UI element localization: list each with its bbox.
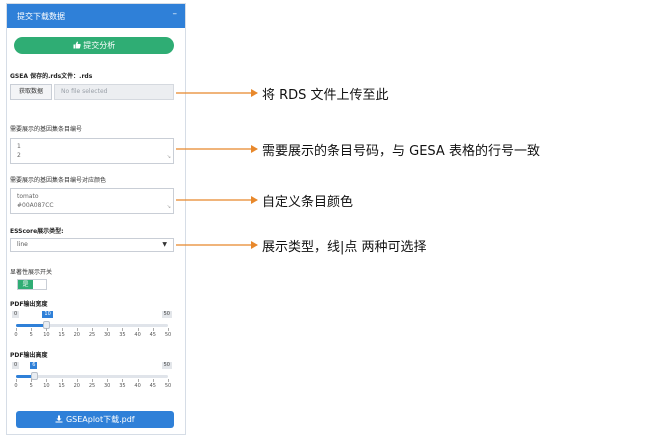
slider-tick [107, 328, 109, 331]
slider-tick-label: 35 [119, 332, 126, 338]
slider-tick-label: 40 [134, 383, 141, 389]
slider-tick-label: 15 [58, 332, 65, 338]
significance-label: 显著性展示开关 [10, 269, 53, 276]
pdf-height-label: PDF输出高度 [10, 352, 48, 359]
slider-tick [92, 328, 93, 331]
slider-tick-label: 0 [14, 383, 18, 389]
submit-analysis-label: 提交分析 [83, 41, 116, 50]
slider-min-label: 0 [12, 311, 20, 318]
rows-value-line2: 2 [17, 152, 21, 159]
colors-label: 需要展示的基因集条目编号对应颜色 [10, 177, 107, 184]
rows-textarea[interactable]: 1 2 ↘ [10, 138, 174, 164]
slider-handle[interactable] [31, 372, 39, 380]
panel-header: 提交下载数据 – [7, 4, 185, 28]
slider-tick [31, 379, 33, 382]
slider-tick [46, 379, 48, 382]
slider-tick-label: 10 [43, 332, 50, 338]
rows-value-line1: 1 [17, 143, 21, 150]
slider-fill [16, 324, 47, 327]
slider-tick [76, 379, 78, 382]
slider-min-label: 0 [12, 362, 20, 369]
slider-tick-label: 10 [43, 383, 50, 389]
slider-tick [92, 379, 93, 382]
slider-max-label: 50 [161, 362, 172, 369]
slider-tick [31, 328, 33, 331]
minus-icon[interactable]: – [172, 9, 178, 19]
slider-tick-label: 5 [29, 332, 33, 338]
slider-tick-label: 0 [14, 332, 18, 338]
colors-value-line1: tomato [17, 193, 39, 200]
resize-grip-icon[interactable]: ↘ [166, 204, 171, 210]
slider-tick [168, 379, 169, 382]
slider-tick-label: 45 [149, 383, 156, 389]
slider-track[interactable] [16, 372, 168, 380]
slider-tick [152, 379, 154, 382]
slider-tick [76, 328, 78, 331]
slider-tick-label: 5 [29, 383, 33, 389]
slider-tick [122, 328, 124, 331]
rds-file-label: GSEA 保存的.rds文件：.rds [10, 73, 93, 80]
significance-toggle[interactable]: 是 [17, 279, 47, 290]
pdf-height-slider[interactable]: 0 50 6 0 5 10 15 20 25 30 35 40 45 50 [10, 362, 174, 390]
slider-value-label: 6 [30, 362, 38, 369]
pdf-width-slider[interactable]: 0 50 10 0 5 10 15 20 25 30 35 40 45 50 [10, 311, 174, 339]
slider-tick [61, 328, 63, 331]
slider-tick [46, 328, 48, 331]
panel-title: 提交下载数据 [17, 12, 65, 21]
slider-max-label: 50 [161, 311, 172, 318]
slider-tick-label: 25 [88, 383, 96, 389]
resize-grip-icon[interactable]: ↘ [166, 154, 171, 160]
pdf-width-label: PDF输出宽度 [10, 301, 48, 308]
slider-tick-label: 50 [164, 383, 172, 389]
slider-tick [16, 328, 17, 331]
slider-tick-label: 50 [164, 332, 172, 338]
slider-tick-label: 30 [104, 383, 111, 389]
annotation-upload: 将 RDS 文件上传至此 [262, 88, 389, 103]
slider-tick-label: 20 [73, 383, 80, 389]
annotation-colors: 自定义条目颜色 [262, 195, 354, 210]
slider-tick [16, 379, 17, 382]
slider-tick-label: 40 [134, 332, 141, 338]
slider-tick [152, 328, 154, 331]
colors-textarea[interactable]: tomato #00A087CC ↘ [10, 188, 174, 214]
toggle-on-text: 是 [18, 280, 33, 289]
slider-tick [107, 379, 109, 382]
score-type-label: ESScore展示类型: [10, 228, 64, 235]
download-pdf-button[interactable]: GSEAplot下载.pdf [16, 411, 174, 428]
file-name-field[interactable]: No file selected [54, 84, 174, 100]
slider-tick [168, 328, 169, 331]
slider-tick [61, 379, 63, 382]
annotation-rows: 需要展示的条目号码，与 GESA 表格的行号一致 [262, 144, 540, 159]
slider-ticks [16, 328, 169, 332]
thumbs-up-icon [73, 41, 84, 50]
slider-tick [137, 328, 139, 331]
score-type-select[interactable]: line ▼ [10, 238, 174, 252]
slider-track[interactable] [16, 321, 168, 329]
slider-tick-label: 20 [73, 332, 80, 338]
slider-tick [122, 379, 124, 382]
slider-tick-labels: 0 5 10 15 20 25 30 35 40 45 50 [14, 332, 172, 339]
slider-tick-label: 15 [58, 383, 65, 389]
slider-value-label: 10 [42, 311, 53, 318]
caret-down-icon: ▼ [162, 241, 167, 248]
slider-tick-label: 45 [149, 332, 156, 338]
file-upload: 获取数据 No file selected [10, 84, 174, 100]
rows-label: 需要展示的基因集条目编号 [10, 126, 83, 133]
slider-tick-label: 35 [119, 383, 126, 389]
download-pdf-label: GSEAplot下载.pdf [65, 415, 135, 424]
slider-fill [16, 375, 35, 378]
slider-ticks [16, 379, 169, 383]
colors-value-line2: #00A087CC [17, 202, 54, 209]
slider-tick-label: 30 [104, 332, 111, 338]
slider-tick [137, 379, 139, 382]
slider-tick-label: 25 [88, 332, 96, 338]
slider-tick-labels: 0 5 10 15 20 25 30 35 40 45 50 [14, 383, 172, 390]
score-type-value: line [17, 241, 28, 248]
submit-analysis-button[interactable]: 提交分析 [14, 37, 174, 54]
annotation-type: 展示类型，线|点 两种可选择 [262, 240, 427, 255]
browse-button[interactable]: 获取数据 [10, 84, 52, 100]
download-icon [55, 415, 66, 424]
